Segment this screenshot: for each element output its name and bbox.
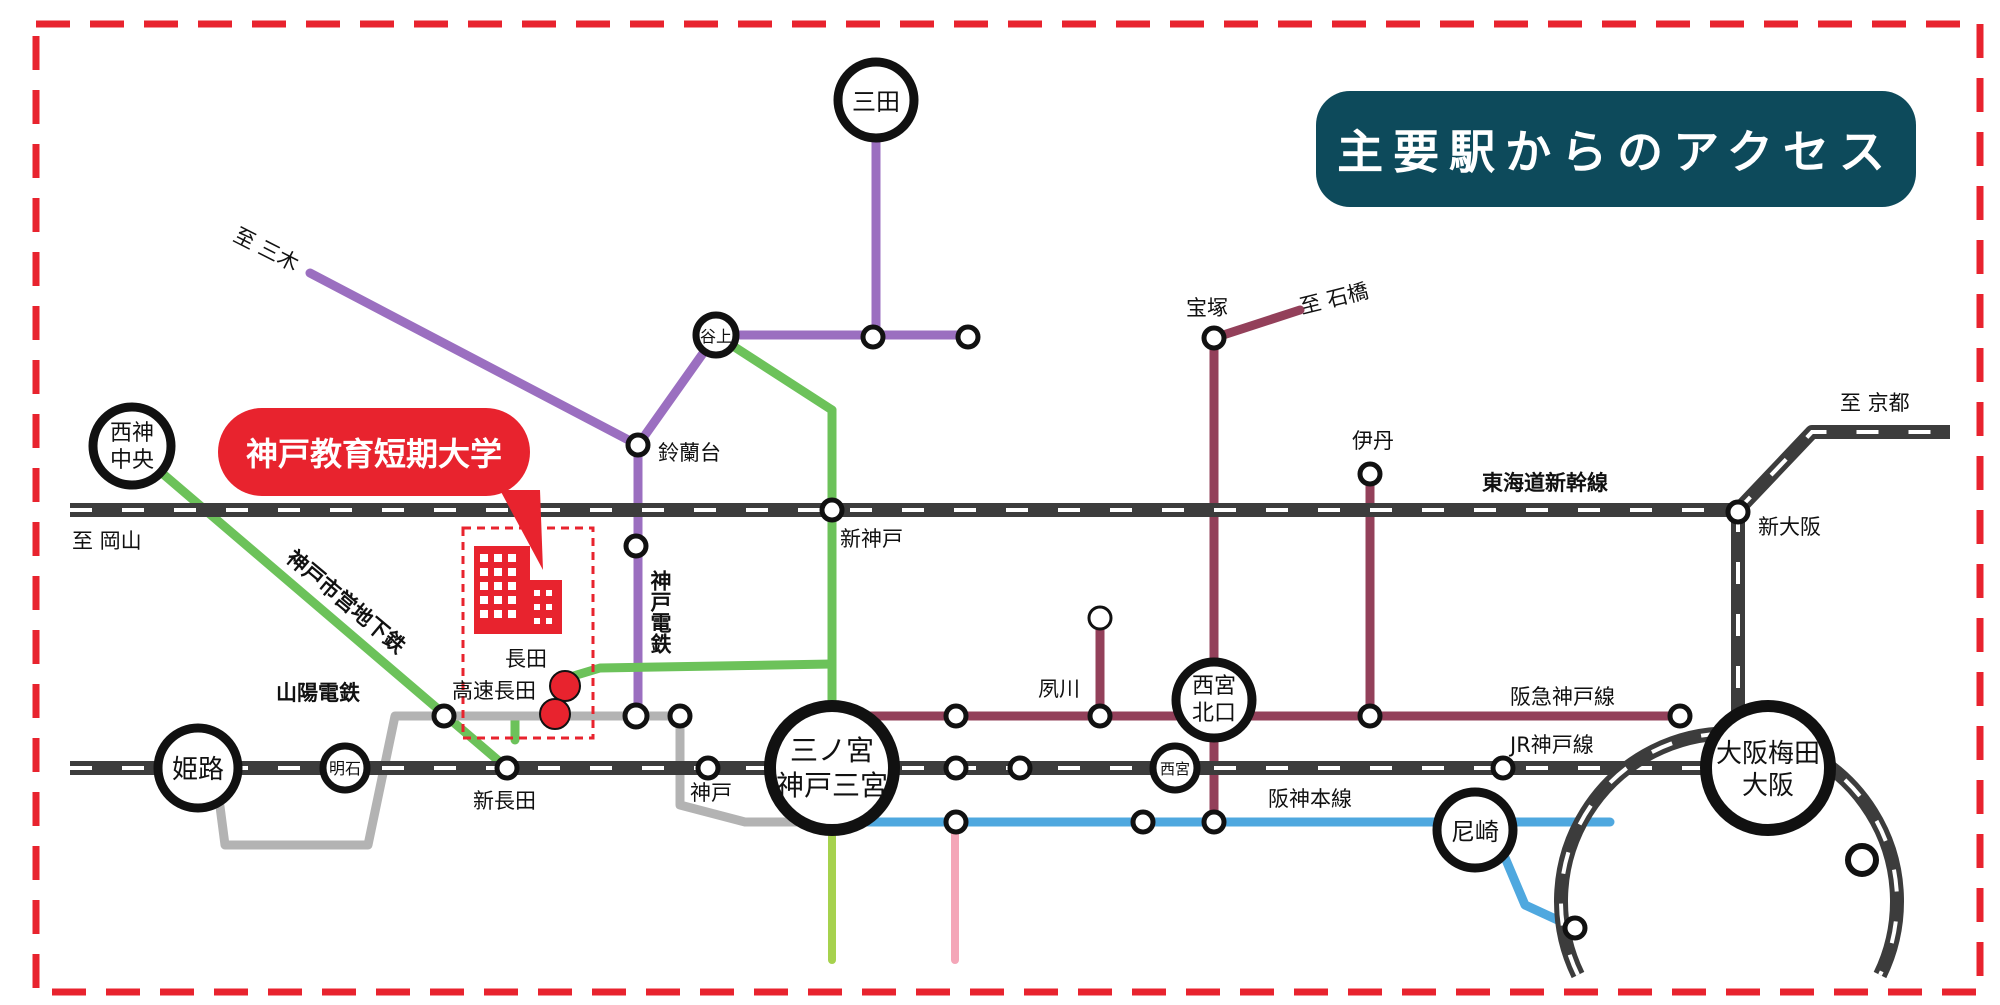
station-shin-osaka[interactable] [1725, 499, 1751, 525]
label-himeji: 姫路 [172, 755, 224, 785]
map-title: 主要駅からのアクセス [1316, 91, 1916, 207]
station-umeda[interactable] [1700, 700, 1836, 836]
station-nagata[interactable] [549, 670, 581, 702]
label-amagasaki: 尼崎 [1451, 818, 1499, 846]
label-nagata: 長田 [505, 647, 547, 671]
station-hankyu-1[interactable] [943, 703, 969, 729]
station-suzurandai[interactable] [625, 432, 651, 458]
station-hokushin-2[interactable] [955, 324, 981, 350]
station-hokushin-1[interactable] [860, 324, 886, 350]
label-shin-kobe: 新神戸 [840, 527, 903, 551]
station-hanshin-1[interactable] [943, 809, 969, 835]
station-hankyu-3[interactable] [1667, 703, 1693, 729]
label-line-shintetsu: 神戸電鉄 [648, 569, 672, 655]
station-sanyo-2[interactable] [667, 703, 693, 729]
station-kosoku-nagata[interactable] [539, 698, 571, 730]
callout-tail [500, 490, 543, 570]
station-seishin-chuo[interactable] [88, 402, 176, 490]
station-loop-1[interactable] [1845, 843, 1879, 877]
station-shin-nagata[interactable] [494, 755, 520, 781]
station-hanshin-4[interactable] [1562, 915, 1588, 941]
station-nishinomiya-kitaguchi[interactable] [1171, 657, 1257, 743]
label-takarazuka: 宝塚 [1186, 296, 1228, 320]
station-hankyu-branch[interactable] [1087, 605, 1113, 631]
station-jr-2[interactable] [1007, 755, 1033, 781]
station-akashi[interactable] [319, 742, 371, 794]
dashed-border [32, 20, 1984, 996]
label-line-jr: JR神戸線 [1508, 733, 1594, 757]
jr-line [70, 510, 1745, 775]
label-suzurandai: 鈴蘭台 [658, 441, 721, 465]
label-tanigami: 谷上 [700, 327, 732, 346]
label-line-hanshin: 阪神本線 [1268, 787, 1352, 811]
label-dir-miki: 至 三木 [230, 223, 303, 276]
label-dir-kyoto: 至 京都 [1840, 391, 1910, 415]
station-jr-1[interactable] [943, 755, 969, 781]
label-line-subway: 神戸市営地下鉄 [282, 545, 410, 658]
station-jr-3[interactable] [1490, 755, 1516, 781]
station-himeji[interactable] [153, 723, 243, 813]
school-name-callout: 神戸教育短期大学 [218, 408, 530, 496]
label-shukugawa: 夙川 [1038, 677, 1080, 701]
label-shin-osaka: 新大阪 [1758, 515, 1821, 539]
station-hanshin-2[interactable] [1130, 809, 1156, 835]
station-shin-kobe[interactable] [819, 497, 845, 523]
station-sanyo-1[interactable] [431, 703, 457, 729]
label-akashi: 明石 [329, 759, 361, 778]
sanyo-line [210, 711, 832, 850]
label-dir-okayama: 至 岡山 [72, 529, 142, 553]
label-sannomiya-2: 神戸三宮 [776, 769, 888, 802]
station-nishinomiya[interactable] [1149, 742, 1201, 794]
label-kosoku-nagata: 高速長田 [452, 679, 536, 703]
station-amagasaki[interactable] [1432, 787, 1518, 873]
label-shin-nagata: 新長田 [473, 789, 536, 813]
label-nishinomiya-kitaguchi-2: 北口 [1192, 701, 1236, 726]
label-sannomiya-1: 三ノ宮 [790, 734, 874, 767]
station-tanigami[interactable] [692, 311, 740, 359]
station-sannomiya[interactable] [764, 700, 900, 836]
station-takarazuka[interactable] [1201, 325, 1227, 351]
label-nishinomiya-kitaguchi-1: 西宮 [1192, 674, 1236, 699]
station-kobe[interactable] [695, 755, 721, 781]
label-sanda: 三田 [852, 88, 900, 116]
label-line-hankyu: 阪急神戸線 [1510, 685, 1615, 709]
school-area [461, 526, 595, 740]
station-shintetsu-1[interactable] [623, 533, 649, 559]
shinkansen-line [70, 425, 1950, 517]
label-kobe: 神戸 [690, 781, 732, 805]
label-umeda-2: 大阪 [1742, 771, 1794, 801]
station-hankyu-2[interactable] [1357, 703, 1383, 729]
building-icon [474, 546, 562, 634]
label-nishinomiya: 西宮 [1160, 760, 1190, 778]
label-seishin-chuo-1: 西神 [110, 421, 154, 446]
station-itami[interactable] [1357, 461, 1383, 487]
label-itami: 伊丹 [1352, 429, 1394, 453]
station-sanda[interactable] [833, 57, 919, 143]
label-line-sanyo: 山陽電鉄 [276, 681, 360, 705]
label-umeda-1: 大阪梅田 [1716, 739, 1820, 769]
station-shukugawa[interactable] [1087, 703, 1113, 729]
label-seishin-chuo-2: 中央 [110, 448, 154, 473]
label-dir-ishibashi: 至 石橋 [1297, 279, 1370, 319]
label-line-shinkansen: 東海道新幹線 [1482, 471, 1608, 495]
station-shintetsu-2[interactable] [622, 702, 650, 730]
station-hanshin-3[interactable] [1201, 809, 1227, 835]
